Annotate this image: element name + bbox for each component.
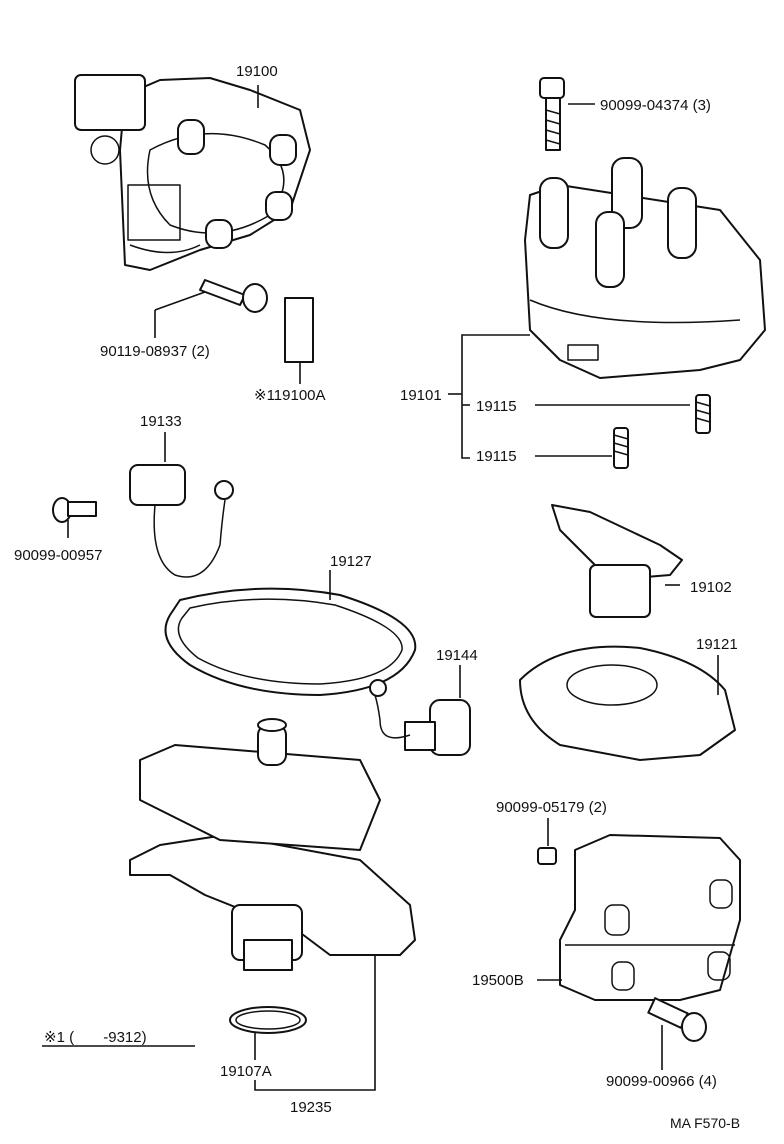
housing-19121-drawing <box>519 645 736 761</box>
part-label-19102: 19102 <box>690 579 732 596</box>
part-label-19107A: 19107A <box>220 1063 272 1080</box>
igniter-19144-drawing <box>369 679 471 756</box>
rotor-19102-drawing <box>551 504 683 618</box>
part-label-19121: 19121 <box>696 636 738 653</box>
distributor-assembly-drawing <box>74 74 311 271</box>
part-label-19101: 19101 <box>400 387 442 404</box>
part-label-90119-08937: 90119-08937 (2) <box>100 343 210 360</box>
part-label-19127: 19127 <box>330 553 372 570</box>
distributor-housing-drawing <box>129 718 416 971</box>
part-label-90099-00966: 90099-00966 (4) <box>606 1073 717 1090</box>
bolt-90119-drawing <box>199 279 268 313</box>
part-label-19144: 19144 <box>436 647 478 664</box>
part-label-19115-top: 19115 <box>476 398 517 415</box>
part-label-19235: 19235 <box>290 1099 332 1116</box>
ignition-coil-19500B-drawing <box>559 834 741 1001</box>
carbon-spring-top-drawing <box>695 394 711 434</box>
gasket-19127-drawing <box>164 587 417 696</box>
carbon-spring-bottom-drawing <box>613 427 629 469</box>
label-plate-drawing <box>284 297 314 363</box>
diagram-code: MA F570-B <box>670 1115 741 1131</box>
part-label-19115-bottom: 19115 <box>476 448 517 465</box>
part-label-90099-00957: 90099-00957 <box>14 547 103 564</box>
sensor-19133-drawing <box>129 464 234 578</box>
part-label-90099-04374: 90099-04374 (3) <box>600 97 711 114</box>
footnote: ※1 ( -9312) <box>44 1029 147 1046</box>
part-label-19100: 19100 <box>236 63 278 80</box>
part-label-19500B: 19500B <box>472 972 524 989</box>
part-label-19100A: ※119100A <box>254 387 326 404</box>
screw-90099-04374-drawing <box>539 77 565 151</box>
screw-90099-00957-drawing <box>52 497 97 523</box>
part-label-90099-05179: 90099-05179 (2) <box>496 799 607 816</box>
nut-90099-05179-drawing <box>537 847 557 865</box>
distributor-cap-drawing <box>524 157 766 379</box>
part-label-19133: 19133 <box>140 413 182 430</box>
screw-90099-00966-drawing <box>647 997 707 1042</box>
